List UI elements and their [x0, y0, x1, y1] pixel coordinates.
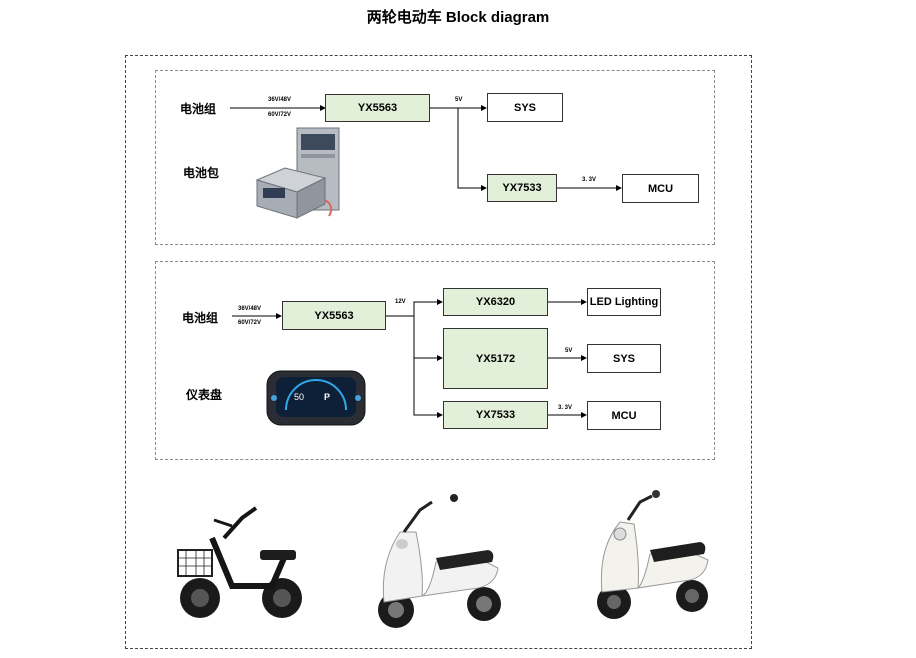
battery-pack-image — [255, 127, 340, 219]
battery-group-label: 电池组 — [180, 102, 217, 116]
sys-block-2: SYS — [587, 344, 661, 373]
led-lighting-block: LED Lighting — [587, 288, 661, 316]
yx6320-chip: YX6320 — [443, 288, 548, 316]
yx5563-label-2: YX5563 — [314, 309, 354, 322]
page-title: 两轮电动车 Block diagram — [366, 9, 550, 26]
battery-group-label-2: 电池组 — [182, 311, 219, 325]
battery-pack-label: 电池包 — [183, 166, 220, 180]
output-3v3-label: 3. 3V — [582, 177, 597, 183]
yx5172-chip: YX5172 — [443, 328, 548, 389]
sys-label: SYS — [513, 101, 536, 114]
input-voltage-1: 36V/48V — [268, 97, 292, 103]
yx5172-label: YX5172 — [475, 352, 516, 365]
mcu-block: MCU — [622, 174, 699, 203]
input-voltage-1b: 36V/48V — [238, 306, 262, 312]
input-voltage-2b: 60V/72V — [238, 320, 262, 326]
led-lighting-label: LED Lighting — [589, 296, 659, 308]
dashboard-image: 50 P — [266, 370, 366, 426]
yx5563-chip: YX5563 — [325, 94, 430, 122]
mcu-label: MCU — [647, 182, 674, 195]
electric-bike-image — [177, 506, 302, 618]
yx7533-label-2: YX7533 — [475, 409, 516, 421]
output-3v3-label-2: 3. 3V — [558, 405, 573, 411]
output-12v-label: 12V — [395, 299, 406, 305]
mcu-block-2: MCU — [587, 401, 661, 430]
yx5563-label: YX5563 — [357, 102, 398, 114]
outer-frame — [125, 55, 752, 649]
yx7533-chip: YX7533 — [487, 174, 557, 202]
sys-label-2: SYS — [612, 352, 635, 365]
output-5v-label: 5V — [455, 97, 463, 103]
yx7533-label: YX7533 — [502, 182, 542, 194]
sys-block: SYS — [487, 93, 563, 122]
input-voltage-2: 60V/72V — [268, 112, 292, 118]
dash-gear: P — [324, 392, 330, 402]
mcu-label-2: MCU — [611, 409, 637, 422]
section-dashboard — [155, 261, 715, 460]
yx7533-chip-2: YX7533 — [443, 401, 548, 429]
yx5563-chip-2: YX5563 — [282, 301, 386, 330]
dashboard-label: 仪表盘 — [186, 388, 223, 402]
yx6320-label: YX6320 — [475, 296, 516, 308]
dash-speed: 50 — [294, 392, 304, 402]
output-5v-label-2: 5V — [565, 348, 573, 354]
retro-scooter-image — [597, 490, 709, 619]
section-battery-pack — [155, 70, 715, 245]
white-scooter-image — [378, 494, 501, 628]
